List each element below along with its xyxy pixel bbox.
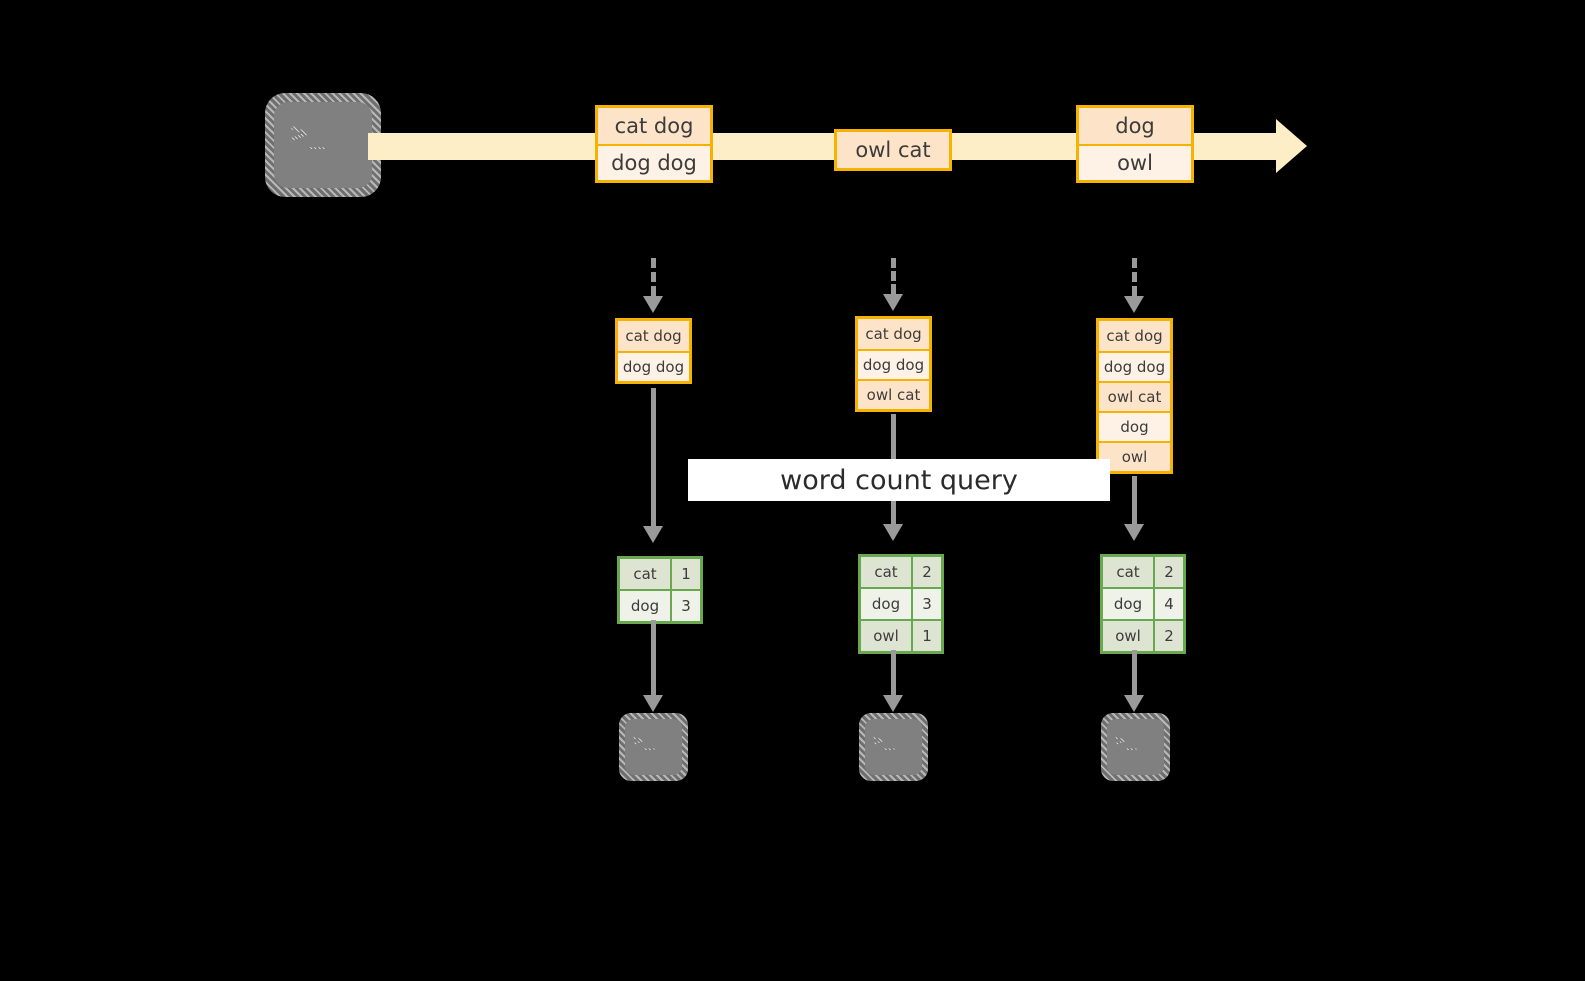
sink-arrow-head-column-1 — [643, 695, 663, 712]
count-word: dog — [1103, 589, 1153, 619]
count-word: cat — [620, 559, 670, 589]
stream-record-group-2: owl cat — [834, 129, 952, 171]
count-table-column-1: cat 1 dog 3 — [617, 556, 703, 624]
accumulated-table-column-3: cat dog dog dog owl cat dog owl — [1096, 318, 1173, 474]
count-row: owl 2 — [1103, 619, 1183, 651]
count-value: 1 — [911, 621, 941, 651]
count-value: 3 — [911, 589, 941, 619]
feed-line-column-2 — [891, 258, 896, 294]
count-row: owl 1 — [861, 619, 941, 651]
query-line-column-1 — [651, 388, 656, 526]
count-word: cat — [861, 557, 911, 587]
query-arrow-head-column-2 — [883, 524, 903, 541]
feed-line-column-3 — [1132, 258, 1137, 296]
accumulated-row: owl cat — [858, 379, 929, 409]
query-arrow-head-column-1 — [643, 526, 663, 543]
accumulated-row: dog dog — [618, 351, 689, 381]
sink-terminal-icon-column-3: >_ — [1101, 713, 1170, 781]
accumulated-row: cat dog — [858, 319, 929, 349]
stream-record: dog dog — [598, 144, 710, 180]
terminal-screen — [625, 719, 682, 775]
feed-arrow-head-column-3 — [1124, 296, 1144, 313]
sink-line-column-3 — [1132, 650, 1137, 695]
count-row: dog 3 — [620, 589, 700, 621]
terminal-screen — [274, 102, 372, 188]
terminal-prompt-glyph: >_ — [873, 731, 896, 751]
query-line-column-3 — [1132, 476, 1137, 524]
count-row: cat 2 — [861, 557, 941, 587]
stream-record-group-1: cat dog dog dog — [595, 105, 713, 183]
count-row: dog 4 — [1103, 587, 1183, 619]
sink-arrow-head-column-3 — [1124, 695, 1144, 712]
count-table-column-3: cat 2 dog 4 owl 2 — [1100, 554, 1186, 654]
count-value: 1 — [670, 559, 700, 589]
count-value: 2 — [1153, 621, 1183, 651]
accumulated-row: dog dog — [1099, 351, 1170, 381]
count-word: owl — [1103, 621, 1153, 651]
count-value: 2 — [1153, 557, 1183, 587]
accumulated-row: owl — [1099, 441, 1170, 471]
terminal-prompt-glyph: >_ — [290, 116, 329, 151]
feed-arrow-head-column-1 — [643, 296, 663, 313]
accumulated-table-column-2: cat dog dog dog owl cat — [855, 316, 932, 412]
count-value: 2 — [911, 557, 941, 587]
count-word: dog — [620, 591, 670, 621]
stream-record: cat dog — [598, 108, 710, 144]
count-word: cat — [1103, 557, 1153, 587]
count-row: dog 3 — [861, 587, 941, 619]
feed-arrow-head-column-2 — [883, 294, 903, 311]
sink-line-column-2 — [891, 650, 896, 695]
feed-line-column-1 — [651, 258, 656, 296]
accumulated-row: cat dog — [1099, 321, 1170, 351]
stream-record: owl cat — [837, 132, 949, 168]
stream-record-group-3: dog owl — [1076, 105, 1194, 183]
terminal-screen — [1107, 719, 1164, 775]
source-terminal-icon: >_ — [265, 93, 381, 197]
accumulated-row: dog dog — [858, 349, 929, 379]
sink-line-column-1 — [651, 620, 656, 695]
count-word: dog — [861, 589, 911, 619]
sink-arrow-head-column-2 — [883, 695, 903, 712]
query-label: word count query — [688, 459, 1110, 501]
accumulated-table-column-1: cat dog dog dog — [615, 318, 692, 384]
count-table-column-2: cat 2 dog 3 owl 1 — [858, 554, 944, 654]
count-row: cat 1 — [620, 559, 700, 589]
query-arrow-head-column-3 — [1124, 524, 1144, 541]
accumulated-row: cat dog — [618, 321, 689, 351]
count-word: owl — [861, 621, 911, 651]
stream-record: owl — [1079, 144, 1191, 180]
sink-terminal-icon-column-2: >_ — [859, 713, 928, 781]
count-value: 3 — [670, 591, 700, 621]
accumulated-row: dog — [1099, 411, 1170, 441]
terminal-prompt-glyph: >_ — [633, 731, 656, 751]
stream-arrow-head — [1276, 119, 1307, 173]
count-row: cat 2 — [1103, 557, 1183, 587]
terminal-prompt-glyph: >_ — [1115, 731, 1138, 751]
sink-terminal-icon-column-1: >_ — [619, 713, 688, 781]
accumulated-row: owl cat — [1099, 381, 1170, 411]
count-value: 4 — [1153, 589, 1183, 619]
stream-record: dog — [1079, 108, 1191, 144]
terminal-screen — [865, 719, 922, 775]
